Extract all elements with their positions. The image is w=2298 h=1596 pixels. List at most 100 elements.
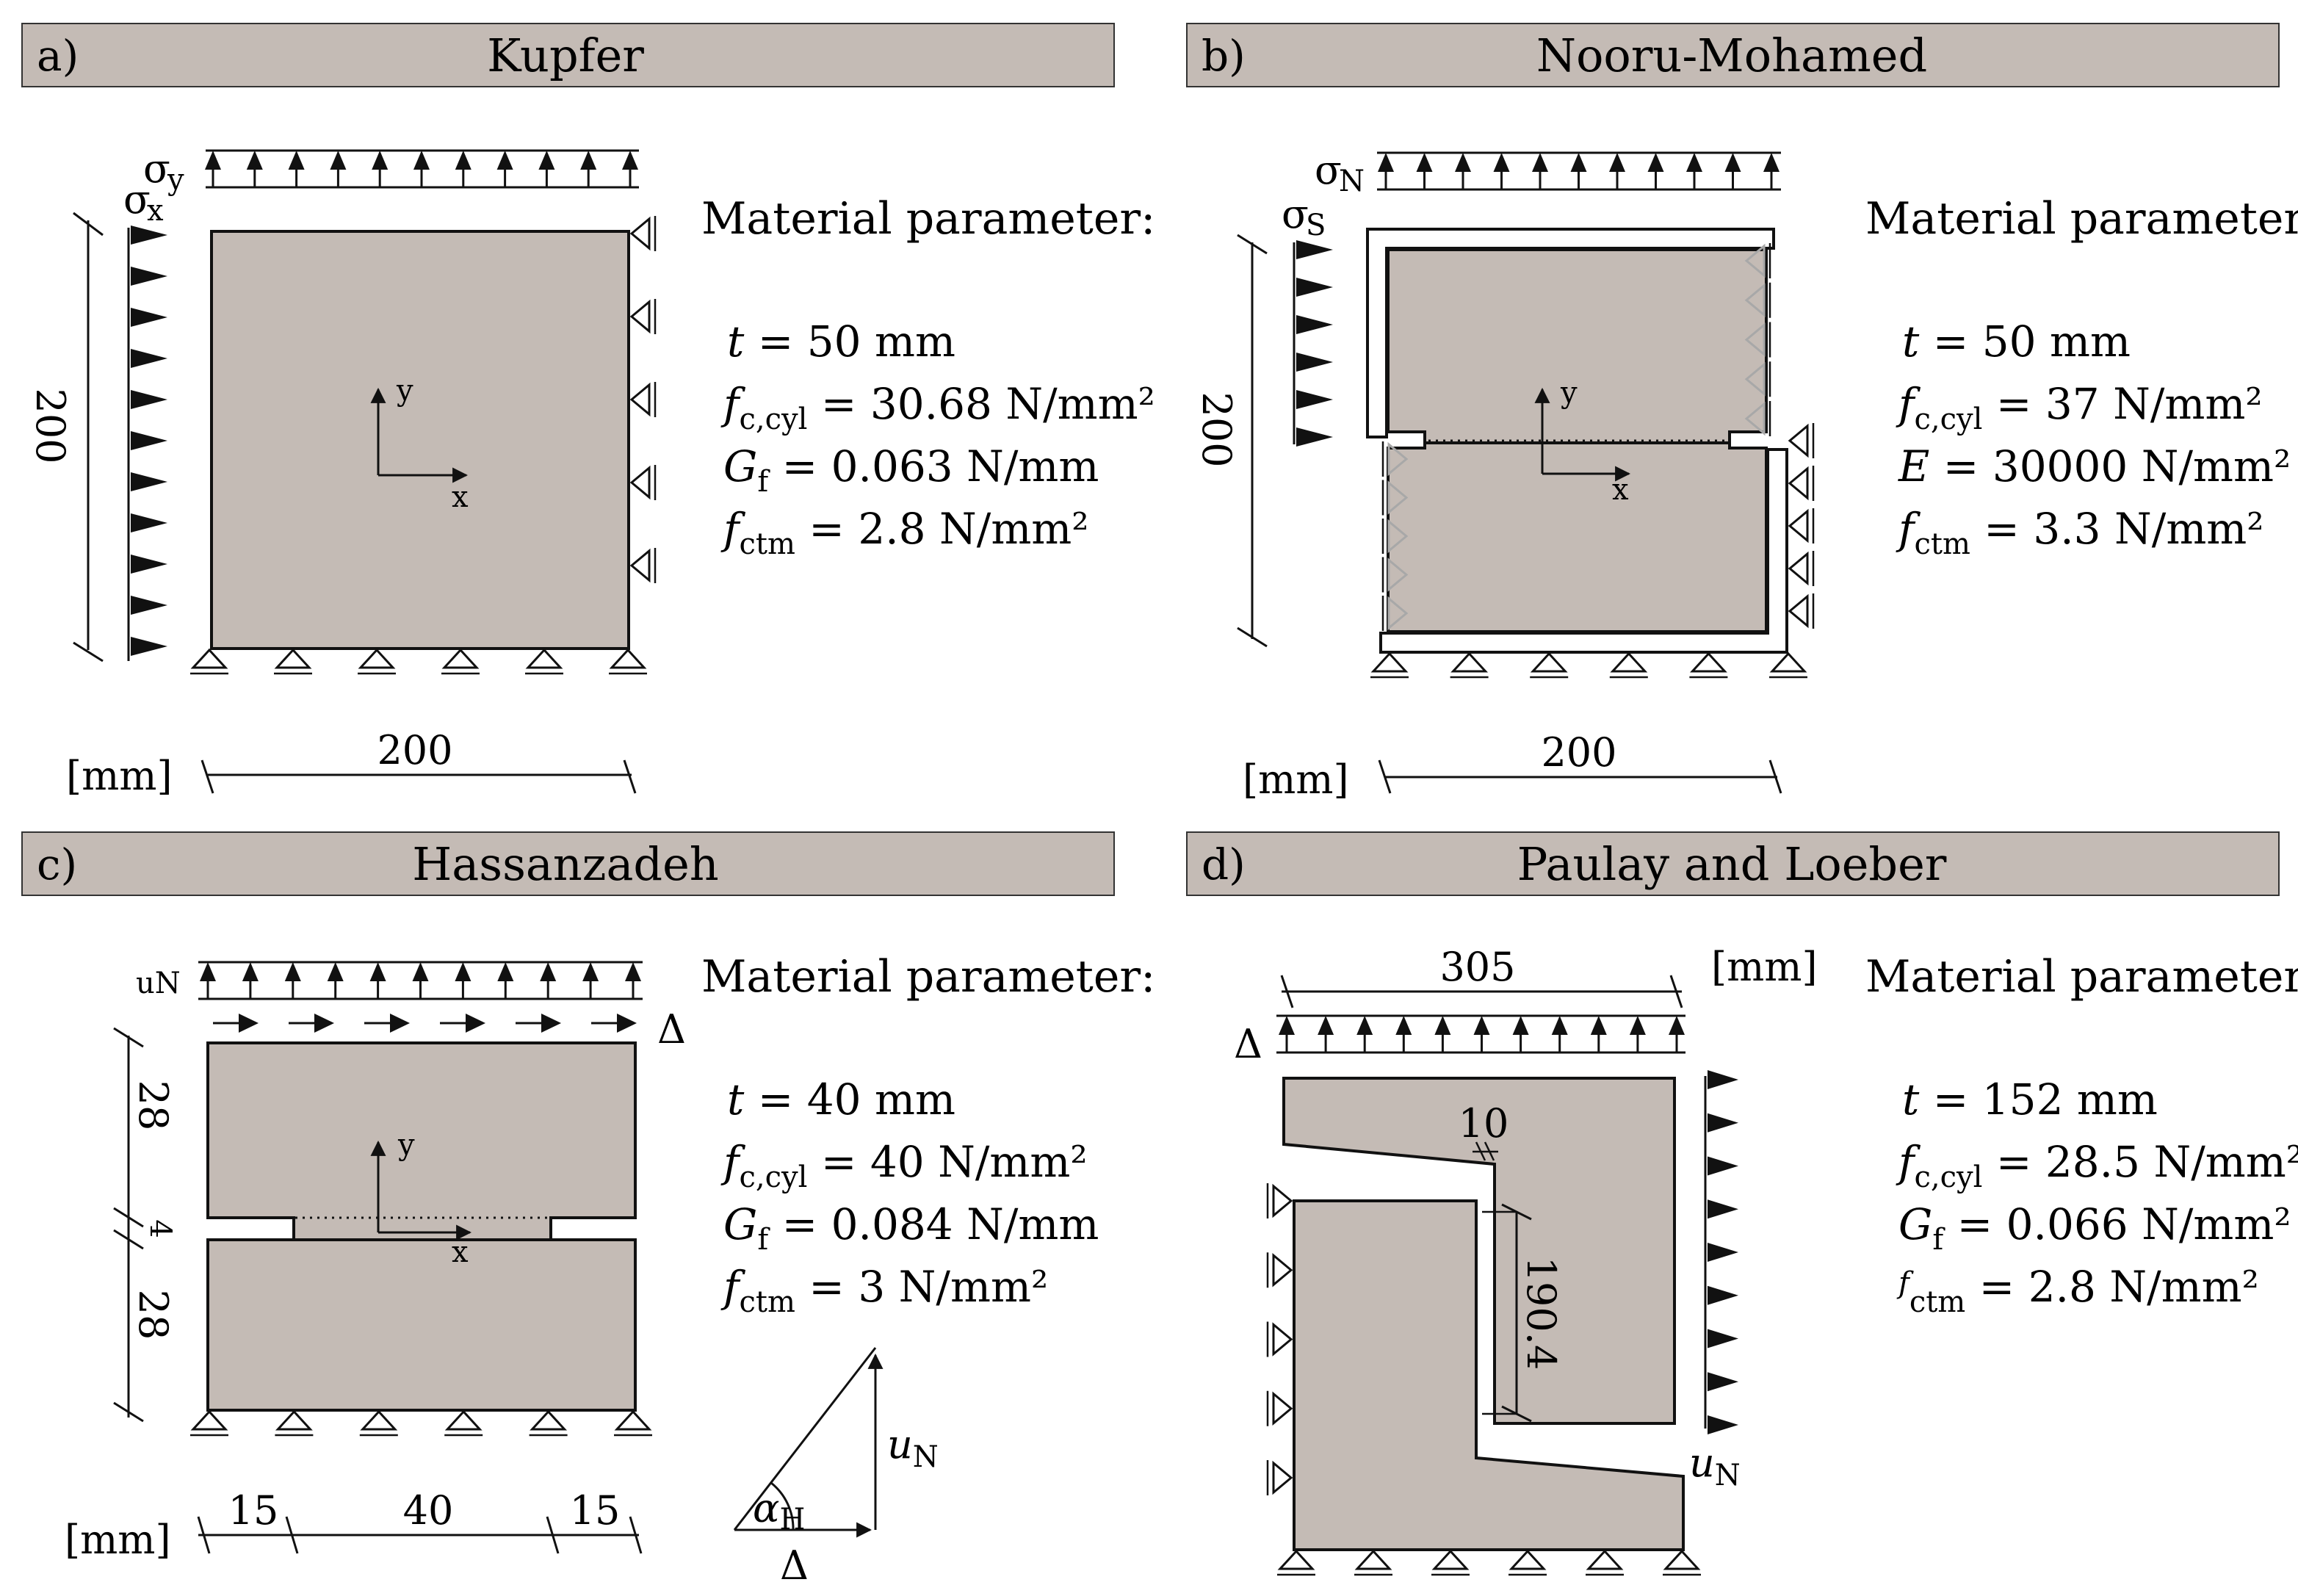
shear-plane-label: 190.4: [1518, 1257, 1564, 1371]
support-triangle: [1431, 1549, 1470, 1570]
dim-right-label: 15: [570, 1487, 621, 1534]
load-arrow-head: [1296, 390, 1333, 409]
horizontal-dimensions-c: [197, 1516, 643, 1554]
param-thickness-b: t = 50 mm: [1902, 317, 2131, 366]
load-arrow-head: [540, 962, 557, 981]
sigma-n-subscript: N: [1339, 165, 1365, 198]
support-triangle: [525, 648, 563, 669]
hassanzadeh-specimen-top: [206, 1041, 637, 1241]
nooru-specimen-bottom: [1387, 441, 1768, 633]
support-triangle: [1586, 1549, 1624, 1570]
param-fccyl: fc,cyl = 30.68 N/mm²: [720, 379, 1155, 436]
load-arrow-head: [1532, 153, 1548, 172]
support-triangle: [1744, 362, 1766, 397]
triangle-alpha: αH: [753, 1485, 805, 1537]
load-arrow-head: [242, 962, 259, 981]
panel-d-header: [1186, 831, 2280, 896]
param-gf-c: Gf = 0.084 N/mm: [723, 1199, 1099, 1257]
coordinate-axes: [370, 387, 469, 483]
support-triangle: [629, 382, 651, 417]
panel-b: b) Nooru-Mohamed σ N σ S: [1186, 23, 2298, 803]
support-triangle: [274, 648, 312, 669]
support-triangle: [190, 648, 228, 669]
load-arrow-head: [1279, 1016, 1295, 1035]
shear-arrow-head: [466, 1014, 485, 1033]
load-arrow-head: [288, 151, 305, 170]
bottom-supports-c: [190, 1409, 652, 1437]
panel-c-letter: c): [37, 839, 77, 889]
load-arrow-head: [1708, 1329, 1738, 1348]
support-triangle: [444, 1409, 483, 1431]
load-arrow-head: [369, 962, 386, 981]
support-triangle: [1744, 283, 1766, 317]
support-triangle: [1744, 401, 1766, 436]
left-supports-d: [1266, 1183, 1293, 1495]
vertical-dimensions-c: [113, 1027, 144, 1423]
right-roller-supports: [629, 216, 657, 583]
param-fccyl-b: fc,cyl = 37 N/mm²: [1896, 379, 2263, 436]
gap-dimension-label: 10: [1459, 1100, 1509, 1147]
dim-mid-label: 40: [403, 1487, 454, 1534]
load-arrow-head: [582, 962, 599, 981]
support-triangle: [1689, 651, 1727, 673]
load-arrow-head: [1708, 1070, 1738, 1089]
unit-label: [mm]: [66, 753, 173, 799]
nooru-specimen-top: [1387, 248, 1768, 444]
load-arrow-head: [497, 962, 514, 981]
support-triangle: [1387, 557, 1409, 592]
panel-c-title: Hassanzadeh: [412, 837, 719, 891]
axis-y-label-b: y: [1560, 376, 1578, 410]
panel-b-letter: b): [1202, 31, 1246, 81]
load-arrow-head: [1669, 1016, 1685, 1035]
triangle-delta: Δ: [780, 1542, 809, 1589]
support-triangle: [629, 216, 651, 251]
sigma-x-load: [127, 225, 167, 661]
load-arrow-head: [330, 151, 347, 170]
width-dimension-d: [1280, 975, 1683, 1008]
panel-a-letter: a): [37, 31, 79, 81]
load-arrow-head: [131, 431, 167, 450]
load-arrow-head: [1493, 153, 1510, 172]
support-triangle: [614, 1409, 652, 1431]
load-arrow-head: [1296, 278, 1333, 297]
load-arrow-head: [1724, 153, 1741, 172]
support-triangle: [1610, 651, 1648, 673]
height-dimension-label: 200: [27, 388, 73, 463]
unit-label-b: [mm]: [1243, 757, 1349, 803]
param-fctm: fctm = 2.8 N/mm²: [720, 504, 1089, 561]
load-arrow-head: [1512, 1016, 1529, 1035]
load-arrow-head: [131, 225, 167, 245]
panel-c-header: [21, 831, 1115, 896]
load-arrow-head: [131, 596, 167, 615]
load-arrow-head: [1590, 1016, 1607, 1035]
support-triangle: [1508, 1549, 1547, 1570]
sigma-n-load: [1377, 151, 1781, 191]
support-triangle: [1387, 596, 1409, 631]
shear-arrow-head: [390, 1014, 410, 1033]
support-triangle: [1387, 480, 1409, 515]
width-dimension-label-d: 305: [1439, 944, 1515, 990]
load-arrow-head: [1763, 153, 1779, 172]
notch-right: [553, 1219, 632, 1238]
material-title: Material parameter:: [701, 193, 1155, 245]
support-triangle: [1530, 651, 1568, 673]
support-triangle: [1387, 441, 1409, 477]
load-arrow-head: [1629, 1016, 1646, 1035]
load-arrow-head: [1455, 153, 1471, 172]
load-arrow-head: [284, 962, 301, 981]
load-arrow-head: [1708, 1199, 1738, 1219]
load-arrow-head: [1708, 1372, 1738, 1392]
kupfer-specimen: [210, 230, 630, 650]
support-triangle: [1277, 1549, 1315, 1570]
support-triangle: [1272, 1253, 1293, 1288]
support-triangle: [1450, 651, 1489, 673]
load-arrow-head: [412, 962, 429, 981]
support-triangle: [360, 1409, 398, 1431]
param-fccyl-d: fc,cyl = 28.5 N/mm²: [1896, 1137, 2298, 1194]
load-arrow-head: [131, 349, 167, 368]
support-triangle: [1744, 322, 1766, 357]
sigma-x-symbol: σ: [123, 176, 151, 223]
load-arrow-head: [1708, 1113, 1738, 1133]
load-arrow-head: [1378, 153, 1394, 172]
support-triangle: [609, 648, 647, 669]
